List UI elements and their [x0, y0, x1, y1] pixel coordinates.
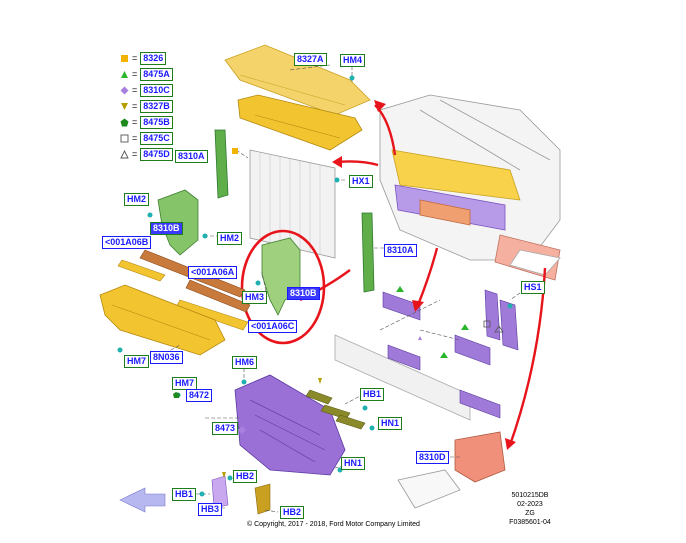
- callout-8310D: 8310D: [416, 451, 449, 464]
- callout-8310A-left: 8310A: [175, 150, 208, 163]
- radiator: [249, 149, 336, 259]
- legend-code: 8475D: [140, 147, 173, 161]
- olive-strips: [305, 389, 366, 430]
- symbol-legend: =8326=8475A=8310C=8327B=8475B=8475C=8475…: [120, 50, 180, 162]
- legend-symbol-icon: [120, 86, 129, 95]
- air-deflector-upper: [237, 94, 363, 151]
- callout-HN1-bottom: HN1: [341, 457, 366, 470]
- legend-symbol-icon: [120, 102, 129, 111]
- legend-row: =8475C: [120, 130, 180, 146]
- drawing-region: ZG: [525, 510, 535, 517]
- bar-yellow-upper: [117, 259, 166, 282]
- callout-8310A-right: 8310A: [384, 244, 417, 257]
- lower-shield-rib: [111, 304, 211, 341]
- bracket-hb3: [211, 475, 229, 509]
- legend-symbol-icon: [120, 54, 129, 63]
- callout-HN1-top: HN1: [378, 417, 403, 430]
- legend-row: =8310C: [120, 82, 180, 98]
- drawing-code: 5010215DB: [511, 492, 549, 499]
- callout-HB1-bottom: HB1: [172, 488, 197, 501]
- legend-code: 8310C: [140, 83, 173, 97]
- drawing-date: 02-2023: [517, 501, 543, 508]
- legend-equals: =: [132, 53, 138, 63]
- callout-001A06C: <001A06C: [248, 320, 298, 333]
- lower-shield-8N036: [99, 284, 226, 356]
- legend-symbol-icon: [120, 134, 129, 143]
- legend-equals: =: [132, 133, 138, 143]
- copyright-notice: © Copyright, 2017 - 2018, Ford Motor Com…: [247, 521, 420, 528]
- legend-equals: =: [132, 117, 138, 127]
- callout-HM4: HM4: [340, 54, 366, 67]
- callout-HS1: HS1: [521, 281, 545, 294]
- legend-code: 8327B: [140, 99, 173, 113]
- callout-001A06A: <001A06A: [188, 266, 238, 279]
- legend-code: 8475B: [140, 115, 173, 129]
- callout-HM7-bottom: HM7: [124, 355, 150, 368]
- side-seal-8310A-left: [214, 129, 229, 199]
- legend-row: =8475B: [120, 114, 180, 130]
- callout-8472: 8472: [186, 389, 213, 402]
- legend-row: =8326: [120, 50, 180, 66]
- side-seal-8310A-right: [361, 212, 375, 293]
- legend-code: 8475A: [140, 67, 173, 81]
- air-deflector-8327A: [224, 44, 371, 116]
- legend-symbol-icon: [120, 70, 129, 79]
- callout-001A06B: <001A06B: [102, 236, 152, 249]
- bumper-beam: [334, 334, 471, 421]
- callout-8473: 8473: [212, 422, 239, 435]
- bracket-8310B-center: [261, 237, 301, 316]
- bar-001A06C: [175, 299, 249, 331]
- callout-HB1-top: HB1: [360, 388, 385, 401]
- legend-row: =8475D: [120, 146, 180, 162]
- drawing-codes: 5010215DB 02-2023 ZG F0385601-04: [505, 491, 555, 527]
- purple-lower-shield-8473: [234, 374, 346, 476]
- part-symbols: [173, 148, 504, 478]
- legend-code: 8326: [140, 51, 167, 65]
- callout-HX1: HX1: [349, 175, 373, 188]
- callout-8310B-center: 8310B: [287, 287, 320, 300]
- bar-001A06A: [185, 279, 251, 313]
- legend-equals: =: [132, 149, 138, 159]
- callout-HB2-bottom: HB2: [280, 506, 305, 519]
- drawing-number: F0385601-04: [509, 519, 551, 526]
- bracket-8310D: [454, 431, 506, 483]
- callout-HM2-right: HM2: [217, 232, 243, 245]
- callout-HM7-mid: HM7: [172, 377, 198, 390]
- legend-symbol-icon: [120, 149, 129, 159]
- legend-equals: =: [132, 69, 138, 79]
- callout-HM6: HM6: [232, 356, 258, 369]
- forward-arrow: [119, 487, 166, 513]
- legend-equals: =: [132, 101, 138, 111]
- callout-HM2-top: HM2: [124, 193, 150, 206]
- legend-row: =8475A: [120, 66, 180, 82]
- callout-8310B-left: 8310B: [150, 222, 183, 235]
- legend-row: =8327B: [120, 98, 180, 114]
- legend-symbol-icon: [120, 118, 129, 127]
- grille-shutters: [382, 289, 519, 419]
- callout-8N036: 8N036: [150, 351, 183, 364]
- vehicle-front-end-reference: [379, 94, 561, 281]
- callout-HB3: HB3: [198, 503, 223, 516]
- fog-lamp-bezel: [397, 469, 461, 509]
- legend-code: 8475C: [140, 131, 173, 145]
- callout-8327A: 8327A: [294, 53, 327, 66]
- red-arrow-heads: [332, 100, 516, 450]
- bracket-hb2: [254, 483, 271, 515]
- callout-HB2-top: HB2: [233, 470, 258, 483]
- legend-equals: =: [132, 85, 138, 95]
- callout-HM3: HM3: [242, 291, 268, 304]
